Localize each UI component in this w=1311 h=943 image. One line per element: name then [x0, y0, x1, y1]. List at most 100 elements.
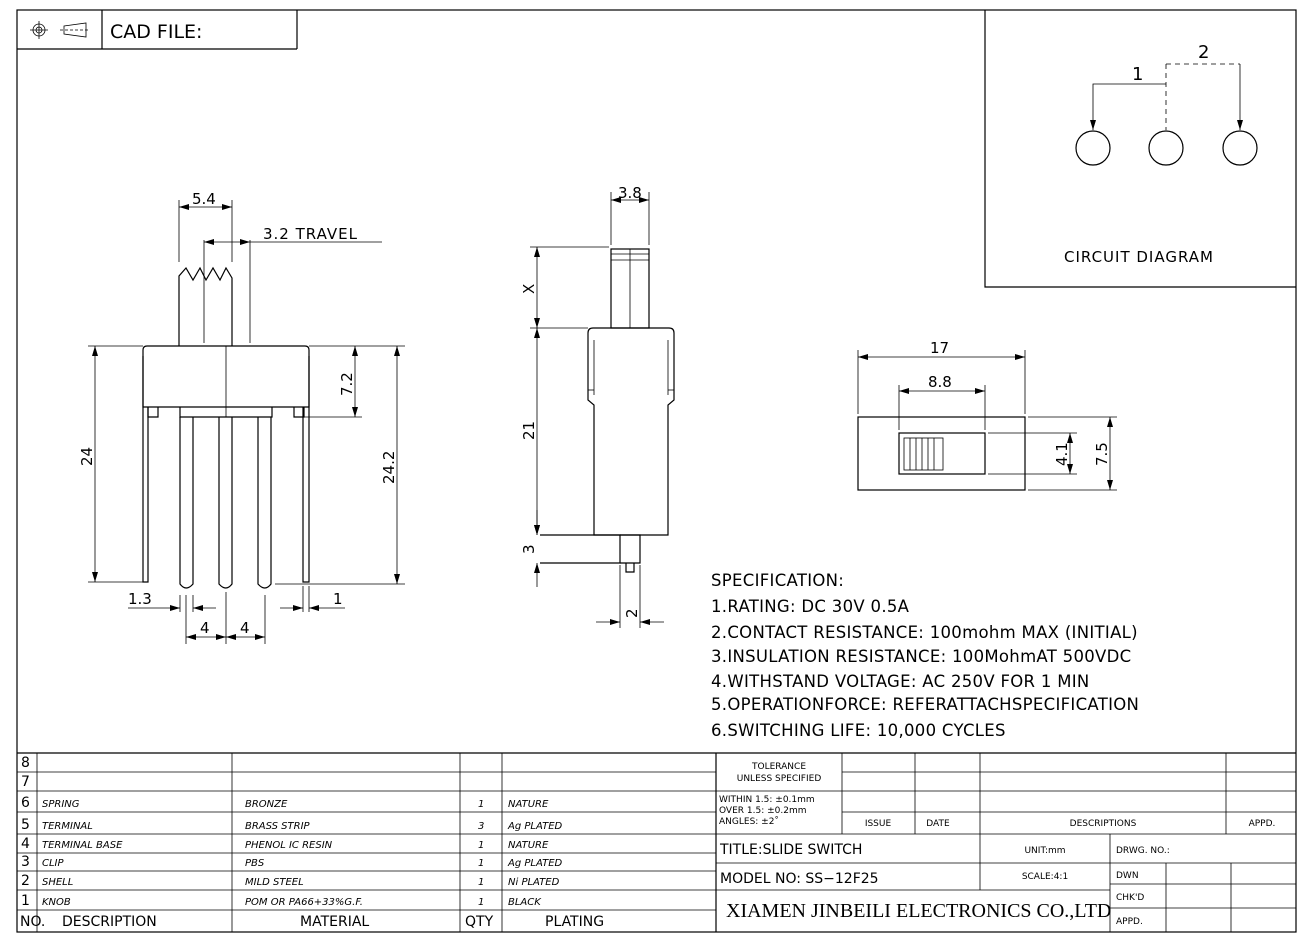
circuit-diagram: 1 2 CIRCUIT DIAGRAM: [984, 10, 1296, 288]
front-view: 5.4 3.2 TRAVEL 24 7.2 24.2 1.3 4 4 1: [78, 190, 405, 644]
tolerance-within: WITHIN 1.5: ±0.1mm: [719, 795, 815, 805]
bom-header-row: NO. DESCRIPTION MATERIAL QTY PLATING: [20, 914, 604, 930]
spec-title: SPECIFICATION:: [711, 571, 844, 590]
dim-pitch-1: 4: [200, 619, 210, 637]
bom-row: 8: [21, 755, 30, 771]
bom-cell-description: TERMINAL: [42, 821, 93, 832]
revision-appd-label: APPD.: [1249, 819, 1276, 829]
bom-row: 6 SPRING BRONZE 1 NATURE: [21, 795, 549, 811]
dim-width: 7.5: [1093, 442, 1111, 466]
date-label: DATE: [926, 819, 950, 829]
bom-cell-no: 8: [21, 755, 30, 771]
drawing-title: TITLE:SLIDE SWITCH: [719, 842, 862, 858]
side-view: X 21 3 3.8 2: [520, 184, 675, 628]
dim-pitch-2: 4: [240, 619, 250, 637]
bom-cell-no: 5: [21, 817, 30, 833]
bom-cell-qty: 1: [478, 799, 484, 810]
bom-cell-plating: NATURE: [508, 840, 549, 851]
descriptions-label: DESCRIPTIONS: [1070, 819, 1137, 829]
bom-cell-no: 7: [21, 774, 30, 790]
dim-knob-height: X: [520, 284, 538, 294]
cad-file-label: CAD FILE:: [110, 21, 202, 43]
bom-cell-qty: 1: [478, 897, 484, 908]
bom-cell-no: 4: [21, 836, 30, 852]
bom-cell-plating: BLACK: [508, 897, 542, 908]
dim-leg-width: 1: [333, 590, 343, 608]
header-no: NO.: [20, 914, 45, 930]
dim-knob-width: 5.4: [192, 190, 216, 208]
dim-body-height: 7.2: [338, 372, 356, 396]
bom-table: [17, 752, 1296, 932]
header-description: DESCRIPTION: [62, 914, 157, 930]
bom-cell-qty: 1: [478, 858, 484, 869]
dim-length: 17: [930, 339, 949, 357]
tolerance-label: UNLESS SPECIFIED: [737, 774, 822, 784]
bom-cell-material: POM OR PA66+33%G.F.: [245, 897, 363, 908]
spec-item: 5.OPERATIONFORCE: REFERATTACHSPECIFICATI…: [711, 695, 1139, 714]
bom-cell-plating: Ag PLATED: [507, 858, 563, 869]
bom-cell-no: 6: [21, 795, 30, 811]
bom-row: 7: [21, 774, 30, 790]
bom-cell-qty: 3: [478, 821, 484, 832]
bom-cell-no: 1: [21, 893, 30, 909]
issue-label: ISSUE: [865, 819, 892, 829]
dim-travel: 3.2 TRAVEL: [263, 225, 358, 243]
dim-pin-width: 1.3: [128, 590, 152, 608]
spec-item: 6.SWITCHING LIFE: 10,000 CYCLES: [711, 721, 1006, 740]
spec-item: 2.CONTACT RESISTANCE: 100mohm MAX (INITI…: [711, 623, 1138, 642]
tolerance-angles: ANGLES: ±2˚: [719, 816, 779, 827]
bom-cell-material: MILD STEEL: [245, 877, 304, 888]
top-view: 17 8.8 4.1 7.5: [857, 339, 1117, 491]
dim-body-height-side: 21: [520, 421, 538, 440]
bom-row: 4 TERMINAL BASE PHENOL IC RESIN 1 NATURE: [21, 836, 549, 852]
bom-cell-no: 2: [21, 873, 30, 889]
dim-slot-length: 8.8: [928, 373, 952, 391]
bom-cell-material: PBS: [245, 858, 265, 869]
title-block: TOLERANCE UNLESS SPECIFIED WITHIN 1.5: ±…: [716, 753, 1296, 932]
bom-cell-material: PHENOL IC RESIN: [245, 840, 333, 851]
approved-by-label: APPD.: [1116, 917, 1143, 927]
company-name: XIAMEN JINBEILI ELECTRONICS CO.,LTD: [726, 900, 1111, 922]
bom-cell-no: 3: [21, 854, 30, 870]
dim-height-right: 24.2: [380, 451, 398, 484]
bom-row: 5 TERMINAL BRASS STRIP 3 Ag PLATED: [21, 817, 563, 833]
bom-cell-material: BRONZE: [245, 799, 288, 810]
bom-row: 2 SHELL MILD STEEL 1 Ni PLATED: [21, 873, 560, 889]
circuit-caption: CIRCUIT DIAGRAM: [1064, 248, 1214, 266]
pole-1-label: 1: [1132, 64, 1143, 85]
bom-cell-plating: Ni PLATED: [508, 877, 560, 888]
bom-cell-qty: 1: [478, 840, 484, 851]
bom-cell-material: BRASS STRIP: [245, 821, 311, 832]
spec-item: 3.INSULATION RESISTANCE: 100MohmAT 500VD…: [711, 647, 1131, 666]
bom-cell-description: SHELL: [42, 877, 73, 888]
dim-knob-width-side: 3.8: [618, 184, 642, 202]
dim-slot-width: 4.1: [1053, 442, 1071, 466]
bom-cell-description: KNOB: [42, 897, 71, 908]
bom-cell-description: SPRING: [42, 799, 80, 810]
projection-symbol-icon: [60, 22, 90, 38]
bom-cell-plating: Ag PLATED: [507, 821, 563, 832]
cad-file-header: CAD FILE:: [17, 10, 298, 50]
dim-pin-width-side: 2: [623, 608, 641, 618]
header-plating: PLATING: [545, 914, 604, 930]
dim-base-height: 3: [520, 544, 538, 554]
spec-item: 1.RATING: DC 30V 0.5A: [711, 597, 910, 616]
bom-cell-plating: NATURE: [508, 799, 549, 810]
bom-cell-qty: 1: [478, 877, 484, 888]
tolerance-over: OVER 1.5: ±0.2mm: [719, 806, 806, 816]
header-qty: QTY: [465, 914, 494, 930]
dim-height-left: 24: [78, 447, 96, 466]
checked-by-label: CHK'D: [1116, 893, 1144, 903]
bom-cell-description: TERMINAL BASE: [42, 840, 123, 851]
target-crosshair-icon: [30, 21, 48, 39]
scale-label: SCALE:4:1: [1022, 872, 1068, 882]
drawn-by-label: DWN: [1116, 871, 1139, 881]
header-material: MATERIAL: [300, 914, 369, 930]
pole-2-label: 2: [1198, 42, 1209, 63]
bom-row: 1 KNOB POM OR PA66+33%G.F. 1 BLACK: [21, 893, 542, 909]
sheet-border: [16, 9, 1297, 933]
spec-item: 4.WITHSTAND VOLTAGE: AC 250V FOR 1 MIN: [711, 672, 1090, 691]
unit-label: UNIT:mm: [1024, 846, 1065, 856]
